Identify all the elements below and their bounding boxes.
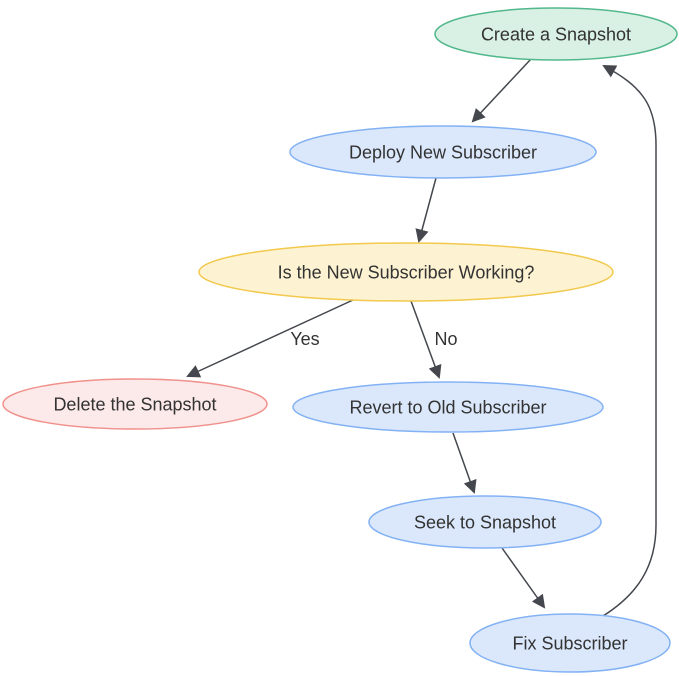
edge-revert-to-seek xyxy=(452,432,477,494)
node-fix-subscriber: Fix Subscriber xyxy=(469,613,671,673)
node-deploy-new-subscriber-ellipse xyxy=(289,125,597,179)
node-deploy-new-subscriber: Deploy New Subscriber xyxy=(289,125,597,179)
node-delete-snapshot: Delete the Snapshot xyxy=(2,378,268,430)
node-deploy-new-subscriber-label: Deploy New Subscriber xyxy=(349,142,537,162)
node-create-snapshot-ellipse xyxy=(434,7,678,61)
node-revert-to-old-subscriber-label: Revert to Old Subscriber xyxy=(349,397,546,417)
node-delete-snapshot-ellipse xyxy=(2,378,268,430)
edge-label-yes: Yes xyxy=(290,329,319,349)
node-fix-subscriber-label: Fix Subscriber xyxy=(512,633,627,653)
edge-label-no: No xyxy=(434,329,457,349)
node-seek-to-snapshot-label: Seek to Snapshot xyxy=(414,512,556,532)
node-new-subscriber-working-label: Is the New Subscriber Working? xyxy=(278,262,535,282)
node-seek-to-snapshot-ellipse xyxy=(368,495,602,549)
node-create-snapshot-label: Create a Snapshot xyxy=(481,24,631,44)
edge-working-to-delete xyxy=(186,299,354,378)
node-seek-to-snapshot: Seek to Snapshot xyxy=(368,495,602,549)
edge-deploy-to-working xyxy=(415,177,437,243)
edge-seek-to-fix xyxy=(501,547,546,609)
node-revert-to-old-subscriber: Revert to Old Subscriber xyxy=(292,381,604,433)
node-new-subscriber-working-ellipse xyxy=(198,242,614,302)
edge-working-to-revert xyxy=(410,300,442,379)
edge-create-to-deploy xyxy=(471,58,532,123)
node-revert-to-old-subscriber-ellipse xyxy=(292,381,604,433)
node-create-snapshot: Create a Snapshot xyxy=(434,7,678,61)
node-fix-subscriber-ellipse xyxy=(469,613,671,673)
node-delete-snapshot-label: Delete the Snapshot xyxy=(53,394,216,414)
edge-fix-to-create-loop xyxy=(602,65,657,617)
node-new-subscriber-working: Is the New Subscriber Working? xyxy=(198,242,614,302)
